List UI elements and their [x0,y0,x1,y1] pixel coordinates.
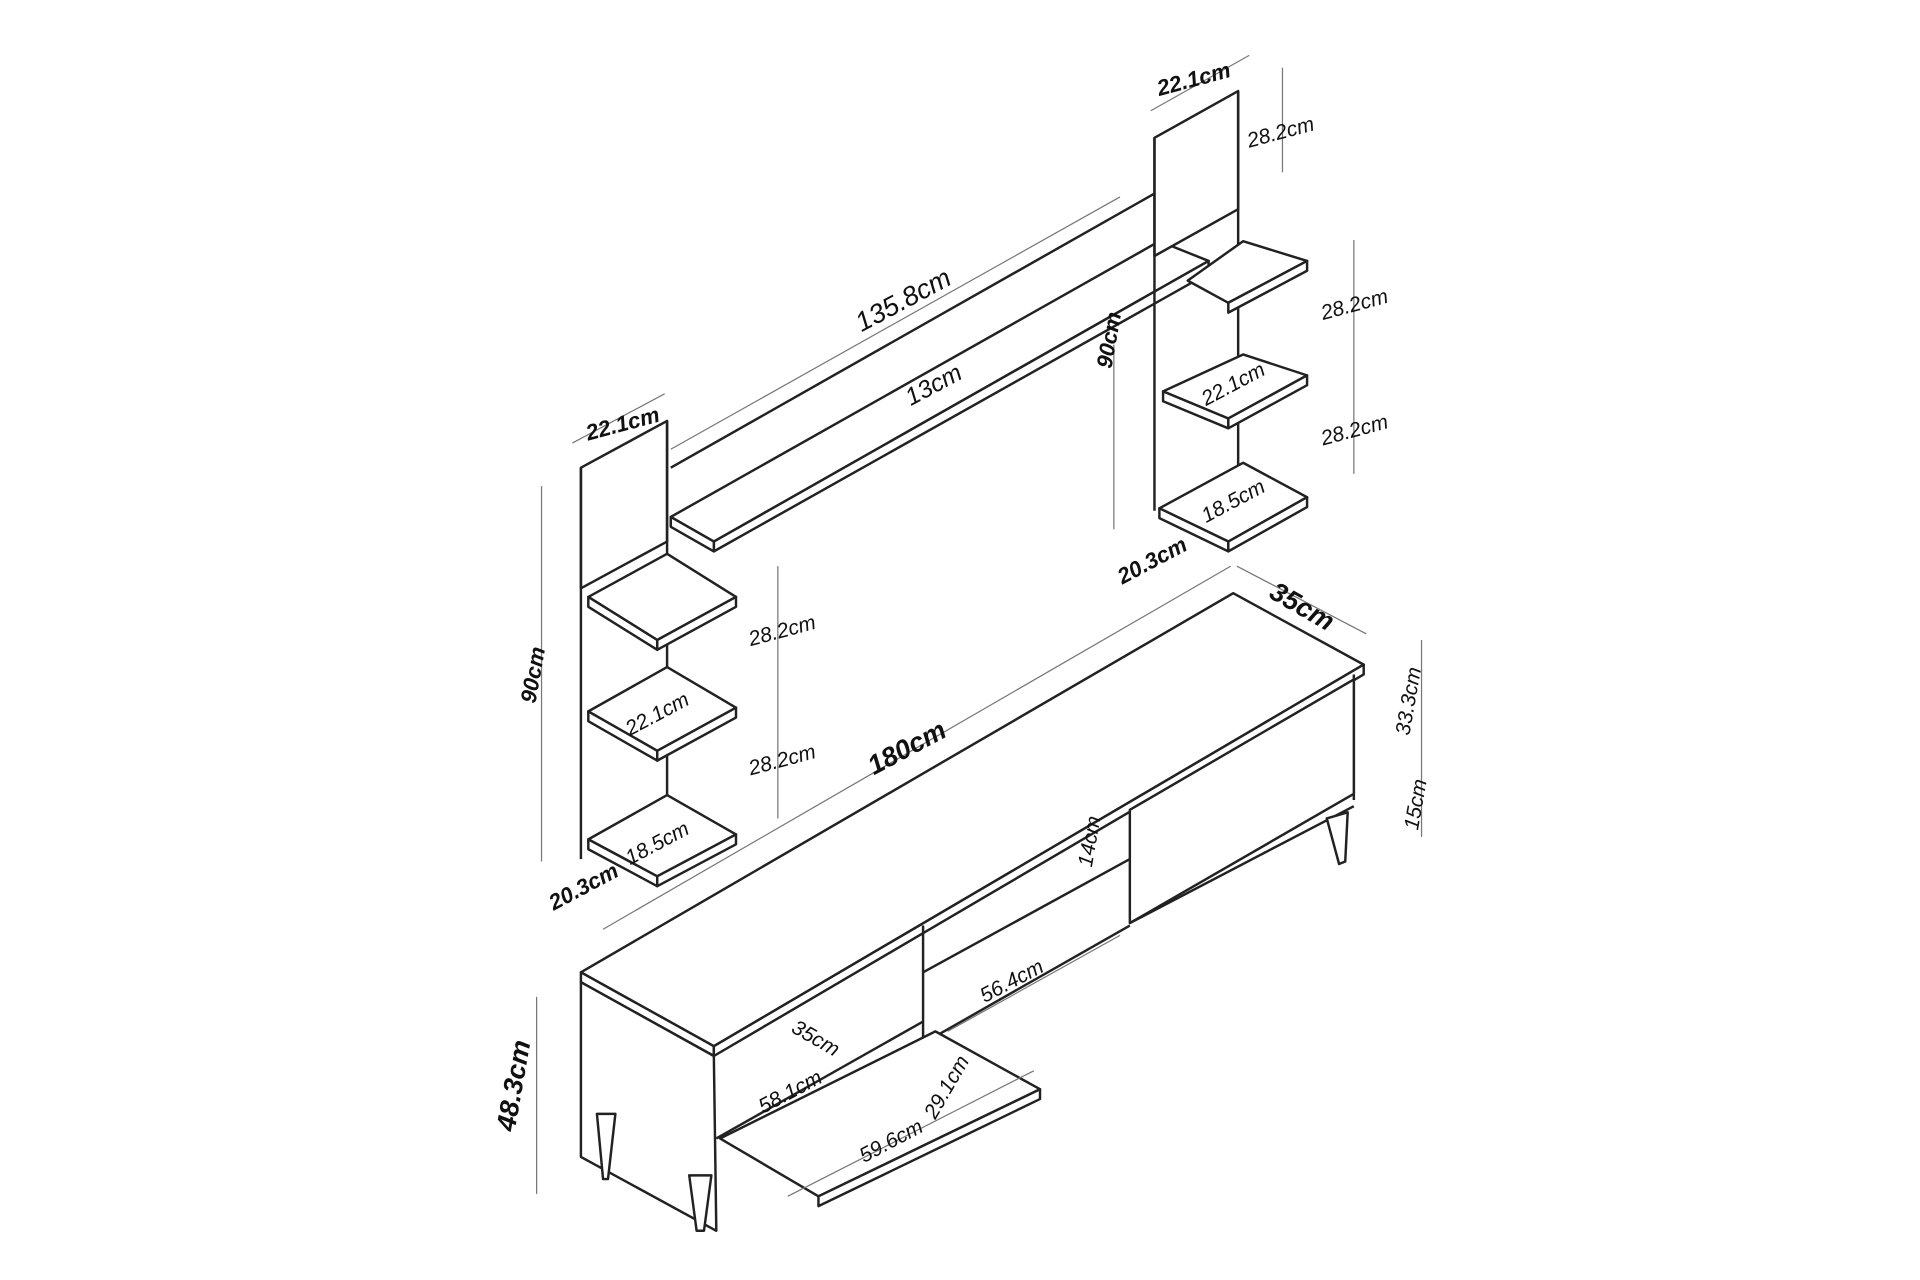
label-stand-body-height: 33.3cm [1392,665,1427,737]
label-right-top-gap: 28.2cm [1244,113,1317,153]
label-left-gap-2: 28.2cm [745,740,818,780]
dimension-lines [536,54,1423,1197]
label-long-shelf-length: 135.8cm [850,262,956,338]
label-left-gap-1: 28.2cm [745,611,818,651]
tv-stand [579,592,1365,1233]
left-shelf-unit [579,419,738,888]
leg [1325,811,1349,866]
label-stand-total-height: 48.3cm [490,1038,537,1135]
right-shelf-unit [1153,89,1309,553]
label-right-base-depth: 20.3cm [1112,532,1191,590]
label-left-height: 90cm [516,645,550,705]
label-inner-depth: 35cm [788,1016,844,1061]
long-wall-shelf [669,189,1210,553]
label-right-top-width: 22.1cm [1153,57,1233,101]
leg [688,1174,713,1233]
label-leg-height: 15cm [1400,777,1432,831]
right-door [1128,678,1356,925]
label-left-base-depth: 20.3cm [544,858,623,916]
leg [595,1112,617,1181]
